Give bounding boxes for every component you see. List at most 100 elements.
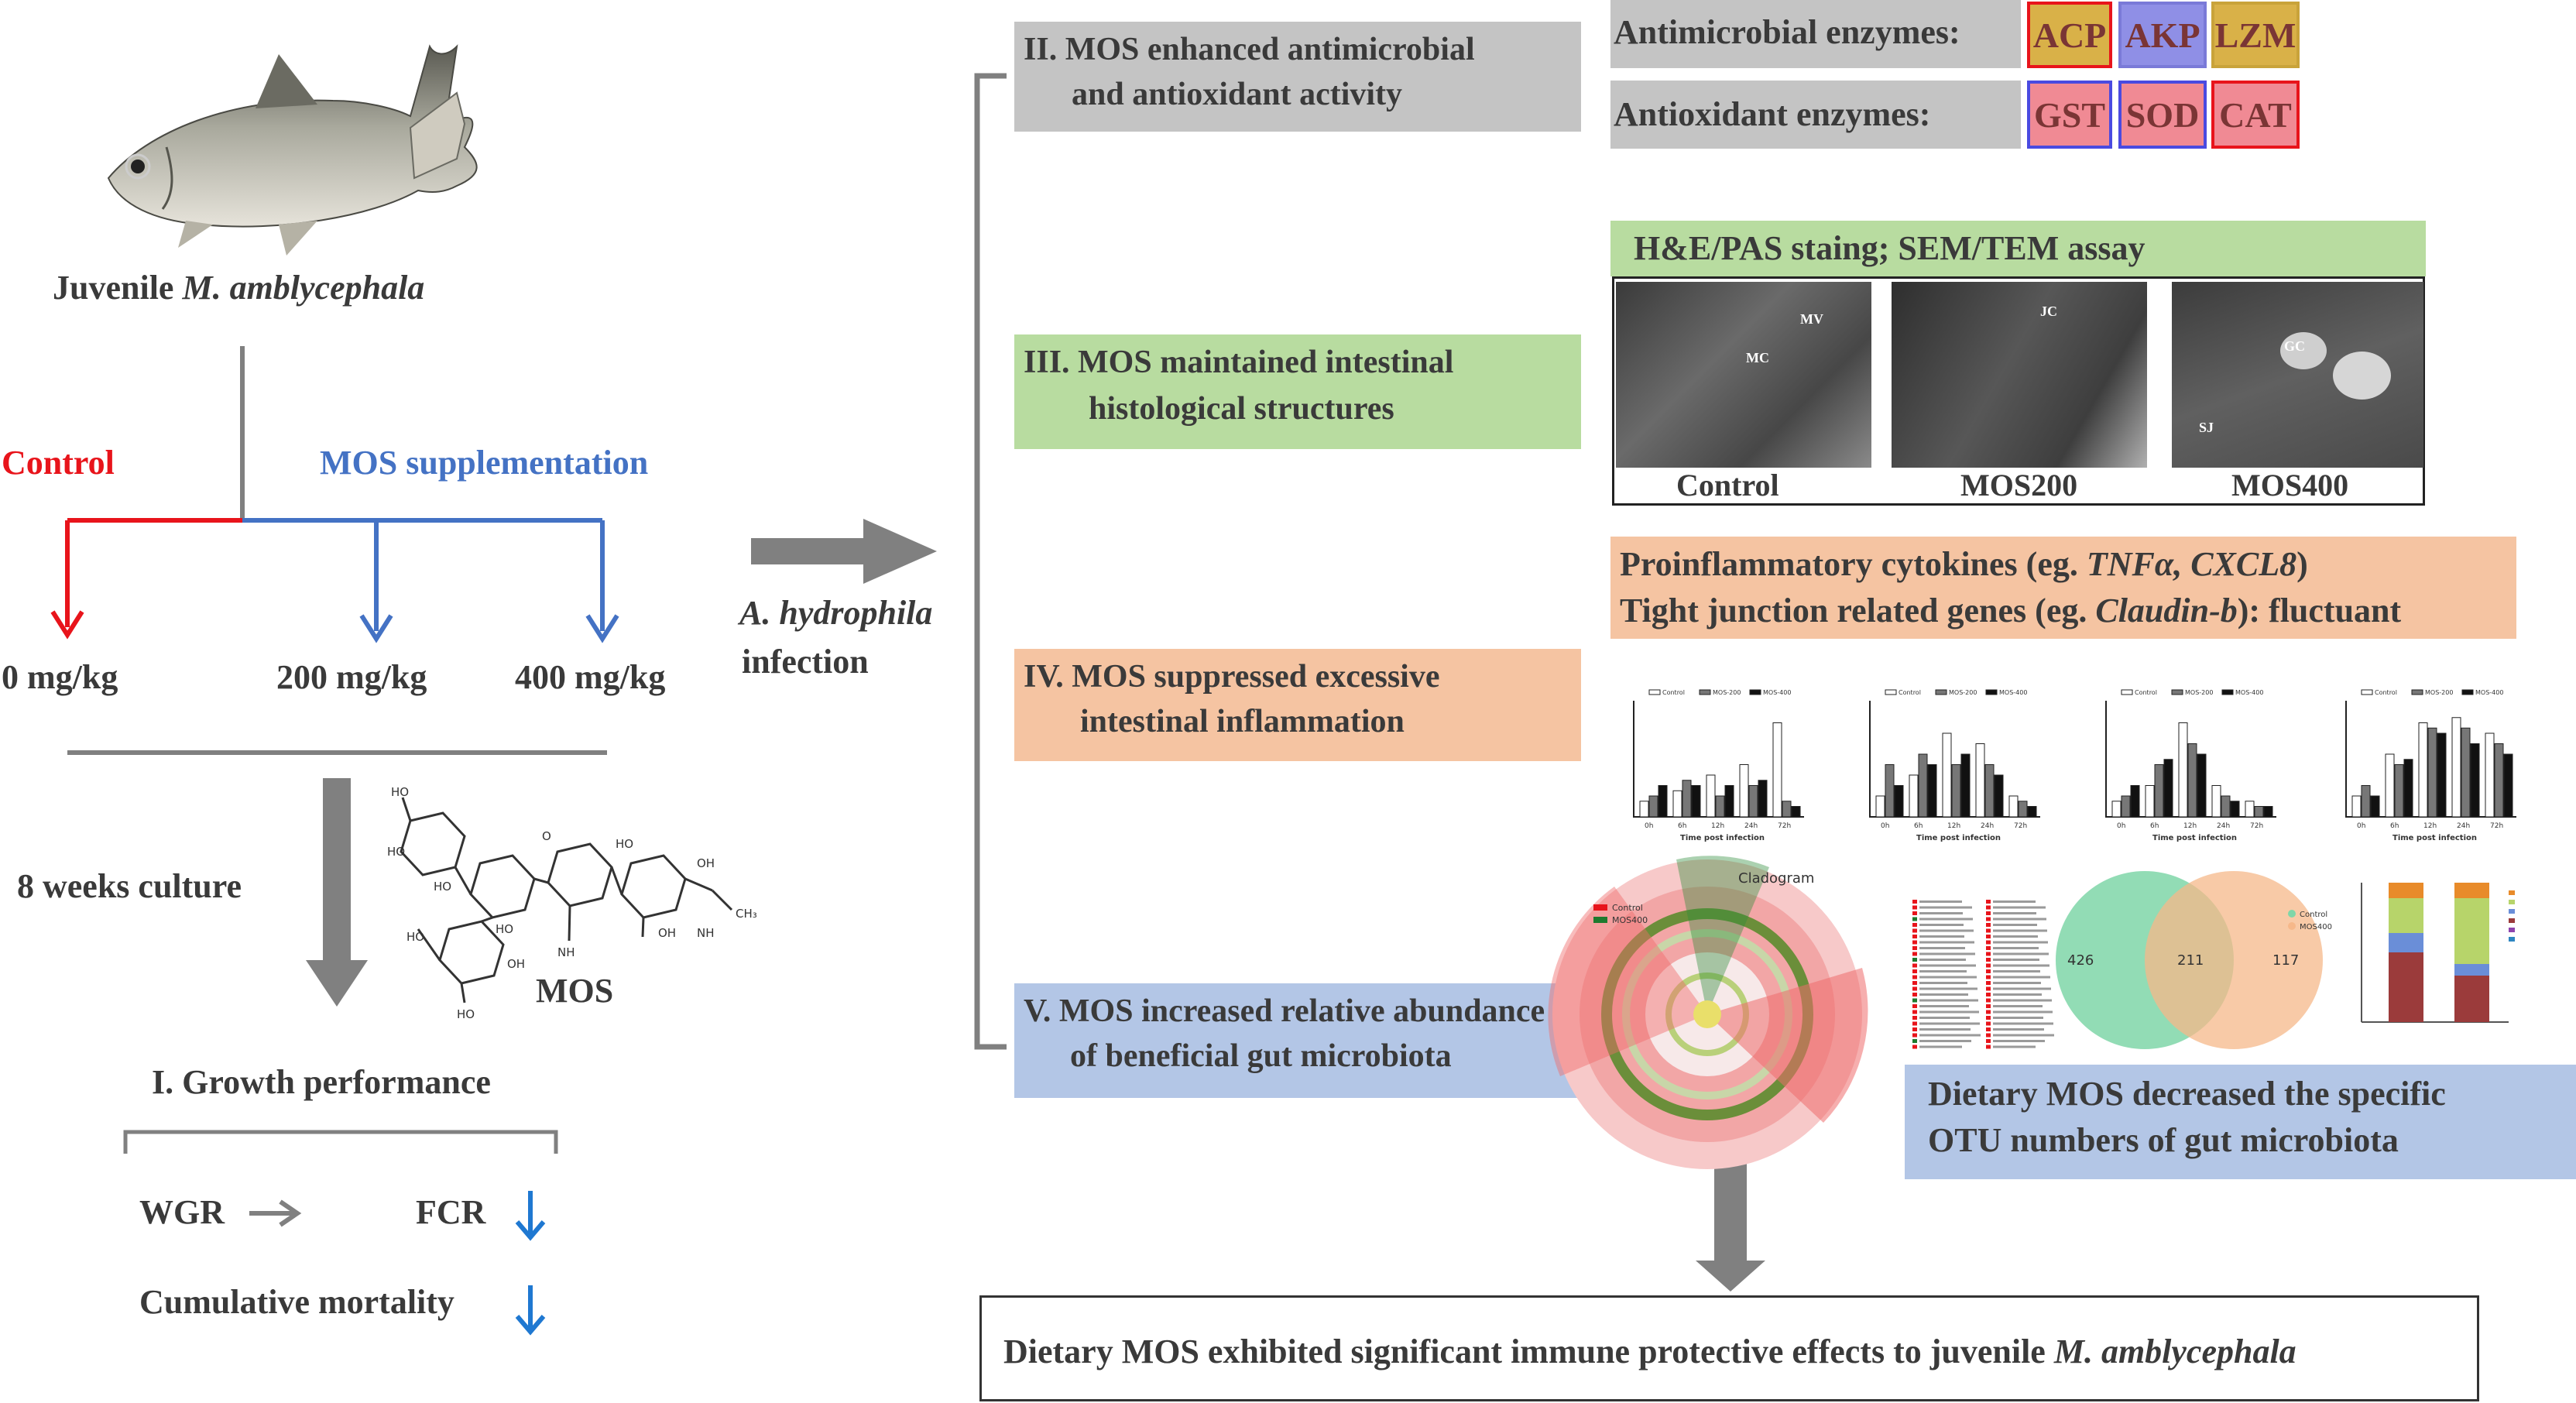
taxa-row [1919,924,1964,926]
mini-chart-bar [2130,785,2140,818]
taxa-swatch [1986,935,1991,938]
enzyme-cat: CAT [2211,81,2300,149]
micro-label: JC [2040,304,2057,319]
control-label: Control [2,444,115,482]
mini-chart-legend-label: Control [1662,689,1685,696]
taxa-row [1919,929,1974,932]
svg-text:OH: OH [507,957,525,971]
mini-chart-bar [1682,780,1692,818]
mini-chart-legend-label: MOS-400 [1999,689,2027,696]
taxa-swatch [1912,998,1917,1003]
antimicrobial-label-box: Antimicrobial enzymes: [1610,0,2021,68]
taxa-swatch [1912,1016,1917,1020]
mini-chart-legend-label: MOS-200 [1713,689,1741,696]
taxa-row [1993,935,2038,938]
svg-text:HO: HO [391,785,409,799]
taxa-swatch [1912,917,1917,921]
mini-chart-bar [1782,801,1792,818]
panel-label-control: Control [1676,468,1779,503]
taxa-swatch [1912,1027,1917,1031]
svg-text:HO: HO [496,922,513,936]
taxa-swatch [1986,952,1991,956]
taxa-row [1919,1045,1962,1048]
micro-label: MV [1800,311,1823,327]
taxa-row [1993,999,2052,1002]
mini-chart-legend-swatch [1749,689,1761,695]
mini-chart-tick: 6h [2390,822,2399,830]
mini-chart-legend-swatch [2121,689,2133,695]
taxa-swatch [1912,993,1917,997]
mini-chart-bar [1739,764,1749,818]
mini-chart-tick: 24h [2457,822,2470,830]
venn-shared-count: 211 [2177,952,2204,969]
section-5-line-2: of beneficial gut microbiota [1070,1038,1452,1074]
taxa-row [1919,1034,1981,1037]
panel-label-mos200: MOS200 [1960,468,2078,503]
taxa-row [1993,1010,2053,1014]
mini-chart-bar [1724,785,1734,818]
mini-chart-bar [2370,795,2380,818]
mini-chart-legend-swatch [2221,689,2234,695]
otu-box: Dietary MOS decreased the specific OTU n… [1905,1065,2576,1179]
taxa-row [1919,1005,1969,1007]
mini-chart-bar [2418,722,2428,818]
taxa-row [1993,1005,2043,1007]
enzyme-lzm: LZM [2211,2,2300,68]
mini-chart-xlabel: Time post infection [2152,834,2237,842]
taxa-row [1919,912,1963,914]
mini-chart-bar [1748,785,1758,818]
conclusion-arrow-shaft [1714,1154,1747,1262]
dose-200-label: 200 mg/kg [276,658,427,696]
taxa-swatch [1912,958,1917,962]
mini-chart-tick: 0h [2357,822,2365,830]
micrograph-mos400 [2172,282,2423,468]
mini-chart-bar [1672,790,1682,818]
mini-chart-bar [2027,806,2037,818]
mini-chart-bar [2230,801,2240,818]
section-4-line-2: intestinal inflammation [1080,704,1405,739]
taxa-row [1993,912,2036,914]
section-5-line-1: V. MOS increased relative abundance [1024,993,1545,1029]
mini-chart-tick: 72h [2490,822,2503,830]
mini-chart-tick: 0h [1881,822,1889,830]
cladogram-legend-mos400: MOS400 [1612,915,1648,925]
tj-suffix: ): fluctuant [2237,592,2402,629]
enzyme-akp: AKP [2118,2,2207,68]
mini-chart-legend-label: Control [1899,689,1921,696]
enzyme-sod: SOD [2118,81,2207,149]
conclusion-prefix: Dietary MOS exhibited significant immune… [1003,1333,2054,1370]
tight-junction-line: Tight junction related genes (eg. Claudi… [1620,588,2401,633]
antioxidant-label: Antioxidant enzymes: [1614,95,1931,133]
taxa-swatch [1912,1045,1917,1049]
taxa-row [1919,964,1976,967]
taxa-swatch [1986,986,1991,991]
taxa-row [1993,918,2046,921]
mini-chart-tick: 24h [1981,822,1994,830]
mini-chart-bar [2163,759,2173,818]
mini-chart-bar [2263,806,2273,818]
mini-chart-bar [1894,785,1904,818]
mos-supplementation-label: MOS supplementation [320,444,649,482]
taxa-row [1919,900,1962,903]
svg-text:OH: OH [658,926,676,940]
mini-chart-legend-swatch [2171,689,2183,695]
culture-label: 8 weeks culture [17,867,242,905]
mini-chart-bar [2254,806,2264,818]
mini-chart-legend-swatch [1885,689,1897,695]
section-3-box: III. MOS maintained intestinal histologi… [1014,334,1581,449]
mini-chart-bar [2394,764,2404,818]
mini-chart-bar [2187,743,2197,818]
taxa-row [1993,947,2039,949]
svg-text:OH: OH [697,856,715,870]
cumulative-mortality-label: Cumulative mortality [139,1283,454,1321]
mini-chart-bar [1772,722,1782,818]
mini-chart-tick: 0h [1645,822,1653,830]
mini-chart-bar [2111,801,2122,818]
fish-caption: Juvenile M. amblycephala [53,265,424,310]
mini-chart-bar [1648,795,1658,818]
section-2-line-2: and antioxidant activity [1072,77,1403,112]
mini-chart-bar [1639,801,1649,818]
svg-text:NH: NH [557,945,575,959]
mini-chart-xlabel: Time post infection [1680,834,1765,842]
